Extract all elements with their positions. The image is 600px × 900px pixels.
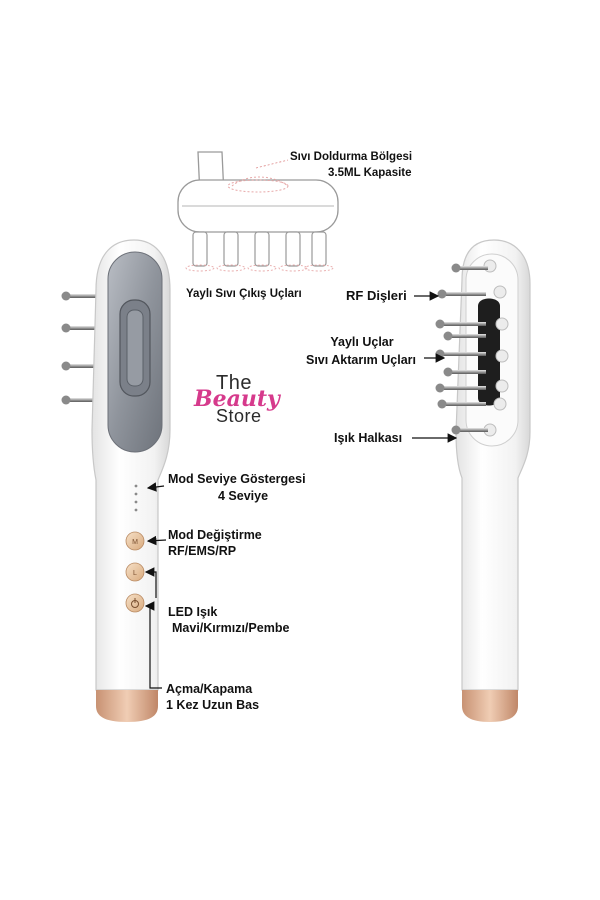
outlets-label: Yaylı Sıvı Çıkış Uçları: [186, 288, 302, 300]
spring-tips-label: Yaylı Uçlar: [330, 335, 394, 349]
fill-zone-capacity: 3.5ML Kapasite: [328, 167, 412, 179]
leader-lines: [144, 291, 458, 689]
mode-switch-title: Mod Değiştirme: [168, 528, 262, 542]
brand-logo: The Beauty Store: [186, 372, 306, 432]
back-device: [435, 239, 531, 722]
front-device: M L: [61, 239, 171, 722]
liquid-tips-label: Sıvı Aktarım Uçları: [306, 353, 417, 367]
logo-store: Store: [216, 406, 262, 426]
front-rf-pins: [61, 291, 98, 405]
power-hint: 1 Kez Uzun Bas: [166, 698, 260, 712]
fill-zone-title: Sıvı Doldurma Bölgesi: [290, 151, 413, 163]
back-rf-pins: [435, 263, 488, 435]
svg-text:L: L: [133, 570, 137, 577]
power-title: Açma/Kapama: [166, 682, 253, 696]
mode-switch-modes: RF/EMS/RP: [168, 544, 237, 558]
logo-beauty: Beauty: [194, 386, 280, 412]
led-button: L: [125, 562, 145, 582]
mode-indicator-levels: 4 Seviye: [218, 489, 269, 503]
light-ring-label: Işık Halkası: [334, 431, 403, 445]
mode-button: M: [125, 531, 145, 551]
led-colors: Mavi/Kırmızı/Pembe: [172, 621, 290, 635]
power-button: [125, 593, 145, 613]
mode-indicator-title: Mod Seviye Göstergesi: [168, 472, 306, 486]
svg-text:M: M: [132, 539, 138, 546]
reservoir-unit: [177, 151, 339, 272]
logo-the: The: [216, 372, 252, 394]
rf-teeth-label: RF Dişleri: [346, 288, 407, 303]
led-title: LED Işık: [168, 605, 218, 619]
